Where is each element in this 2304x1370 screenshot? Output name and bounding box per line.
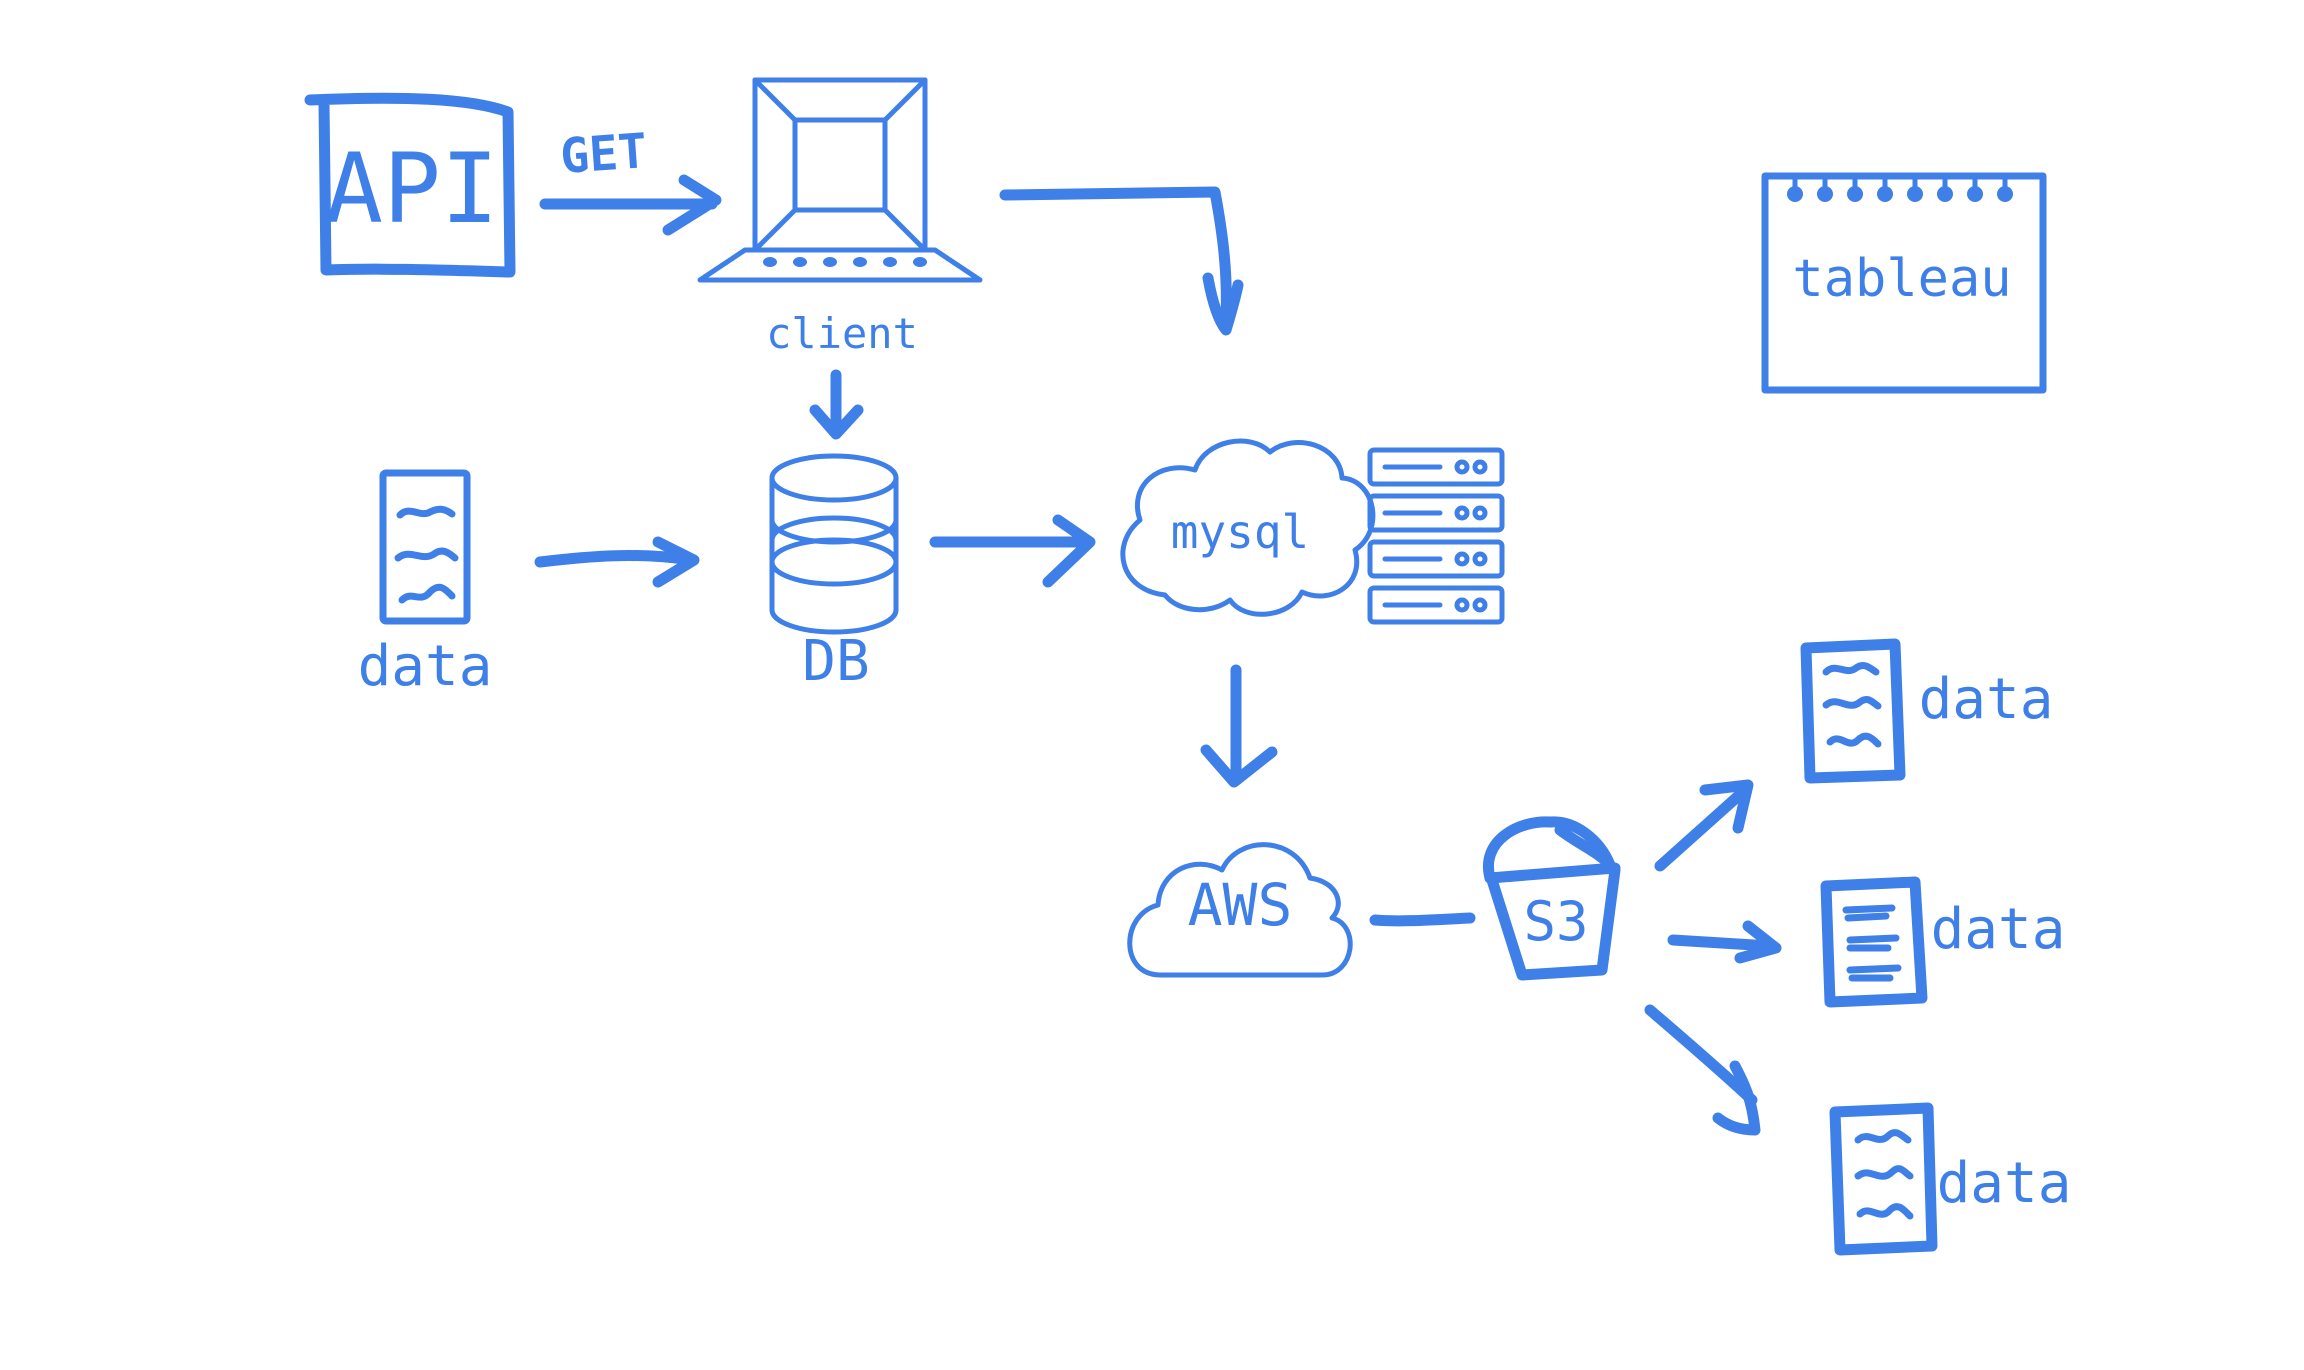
mysql-node: mysql: [1120, 438, 1376, 617]
aws-label: AWS: [1188, 871, 1293, 939]
arrow-client-to-mysql: [999, 186, 1244, 336]
laptop-icon: [697, 77, 983, 283]
document-icon: [1800, 638, 1906, 784]
out-data-3-label: data: [1937, 1151, 2072, 1216]
local-data-label: data: [358, 634, 493, 699]
server-rack-icon: [1367, 447, 1505, 625]
db-label: DB: [802, 629, 869, 694]
db-node: DB: [769, 453, 899, 694]
bucket-icon: [1482, 816, 1621, 981]
get-label: GET: [558, 123, 648, 185]
arrow-mysql-to-aws: [1200, 664, 1278, 788]
servers-node: [1367, 447, 1505, 625]
api-label: API: [325, 133, 498, 245]
arrow-db-to-mysql: [929, 514, 1096, 588]
arrow-s3-to-data-3: [1644, 1004, 1761, 1136]
connector-aws-to-s3: [1369, 912, 1476, 927]
api-node: API: [304, 92, 516, 278]
arrow-s3-to-data-1: [1654, 779, 1754, 872]
cloud-icon: [1120, 438, 1376, 617]
arrow-client-to-db: [809, 369, 864, 440]
cloud-icon: [1127, 842, 1353, 978]
arrow-api-to-client: [539, 174, 722, 236]
client-label: client: [766, 309, 918, 358]
out-data-2-node: data: [1820, 876, 2066, 1008]
document-icon: [1829, 1102, 1938, 1256]
s3-node: S3: [1482, 816, 1621, 981]
notepad-icon: [1761, 172, 2047, 394]
document-icon: [1820, 876, 1928, 1008]
out-data-1-label: data: [1919, 667, 2054, 732]
out-data-1-node: data: [1800, 638, 2054, 784]
api-box-icon: [304, 92, 516, 278]
client-node: client: [697, 77, 983, 358]
local-data-node: data: [358, 469, 493, 699]
mysql-label: mysql: [1171, 505, 1309, 559]
out-data-2-label: data: [1931, 897, 2066, 962]
aws-node: AWS: [1127, 842, 1353, 978]
s3-label: S3: [1523, 890, 1588, 953]
document-icon: [379, 469, 471, 625]
tableau-label: tableau: [1792, 249, 2011, 309]
out-data-3-node: data: [1829, 1102, 2072, 1256]
tableau-node: tableau: [1761, 172, 2047, 394]
database-icon: [769, 453, 899, 635]
arrow-data-to-db: [534, 536, 700, 588]
arrow-s3-to-data-2: [1667, 920, 1782, 964]
